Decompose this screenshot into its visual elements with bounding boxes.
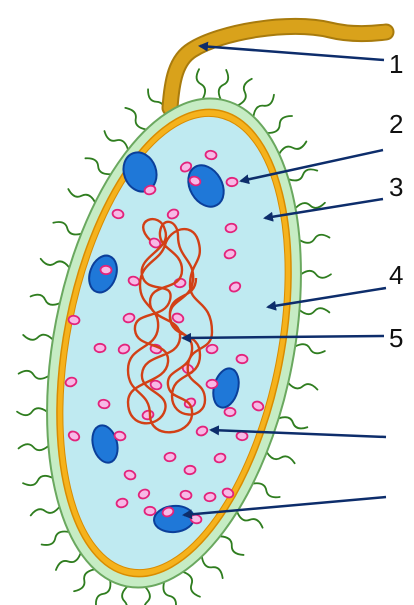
pilus-icon [219, 70, 228, 100]
pilus-icon [56, 553, 81, 570]
pilus-icon [183, 572, 200, 597]
ribosome-icon [164, 452, 176, 462]
label-3: 3 [389, 174, 403, 200]
pilus-icon [85, 158, 110, 174]
ribosome-icon [94, 344, 105, 353]
pilus-icon [31, 295, 60, 305]
pilus-icon [96, 581, 110, 605]
label-2: 2 [389, 111, 403, 137]
pilus-icon [19, 444, 49, 450]
pilus-icon [295, 203, 325, 208]
pilus-icon [23, 476, 53, 485]
ribosome-icon [236, 431, 248, 440]
ribosome-icon [205, 150, 217, 160]
pilus-icon [295, 344, 325, 353]
ribosome-icon [226, 178, 237, 187]
pilus-icon [53, 222, 81, 235]
pilus-icon [42, 532, 69, 545]
label-4: 4 [389, 262, 403, 288]
ribosome-icon [204, 492, 216, 502]
ribosome-icon [206, 379, 218, 388]
pilus-icon [122, 587, 127, 605]
pilus-icon [279, 417, 308, 428]
flagellum-fill [170, 26, 386, 108]
pilus-icon [197, 69, 206, 99]
pilus-icon [144, 587, 150, 605]
pilus-icon [19, 371, 49, 379]
ribosome-icon [98, 399, 110, 409]
ribosome-icon [144, 507, 155, 516]
ribosome-icon [236, 354, 248, 363]
label-arrow-1 [200, 46, 384, 60]
pilus-icon [104, 131, 128, 150]
ribosome-icon [100, 266, 111, 275]
pilus-icon [202, 556, 223, 578]
pilus-icon [267, 116, 292, 133]
pilus-icon [68, 189, 95, 202]
pilus-icon [267, 452, 295, 463]
label-5: 5 [389, 325, 403, 351]
label-1: 1 [389, 51, 403, 77]
pilus-icon [301, 271, 331, 278]
pilus-icon [17, 408, 47, 415]
ribosome-icon [184, 465, 196, 474]
ribosome-icon [68, 315, 80, 325]
pilus-icon [253, 95, 273, 117]
pilus-icon [238, 79, 252, 106]
pilus-icon [288, 383, 317, 390]
pilus-icon [41, 259, 70, 268]
pilus-icon [125, 108, 146, 130]
pilus-icon [253, 483, 280, 497]
pilus-icon [74, 569, 94, 591]
pilus-icon [163, 582, 176, 605]
pilus-icon [299, 308, 329, 314]
pilus-icon [23, 335, 53, 340]
ribosome-icon [225, 408, 236, 416]
pilus-icon [220, 536, 244, 555]
pilus-icon [300, 235, 330, 243]
pilus-icon [289, 169, 318, 180]
pilus-icon [279, 141, 306, 154]
pilus-icon [237, 512, 262, 528]
pilus-icon [31, 507, 60, 516]
